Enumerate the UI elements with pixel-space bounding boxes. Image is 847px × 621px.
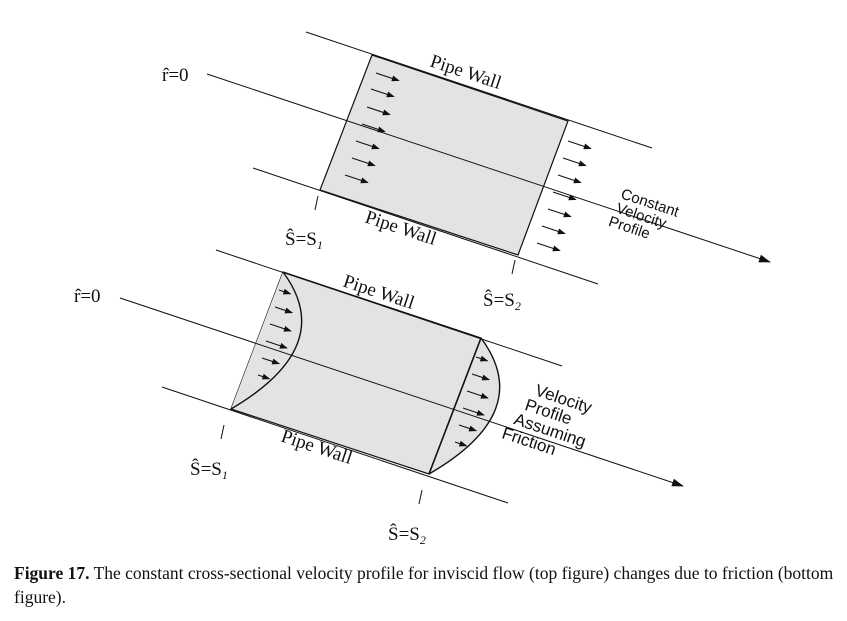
outlet-velocity-arrow	[552, 191, 577, 201]
bottom-station-1-tick	[220, 424, 225, 440]
inlet-velocity-arrow	[265, 340, 288, 349]
friction-velocity-arrows	[257, 288, 491, 447]
inlet-velocity-arrow	[344, 174, 369, 184]
inlet-velocity-arrow	[261, 357, 281, 365]
outlet-velocity-arrow	[536, 242, 561, 252]
outlet-velocity-arrow	[466, 390, 489, 399]
bottom-lower-wall-line	[161, 386, 509, 504]
station-1-tick	[314, 195, 319, 211]
outlet-velocity-arrow	[547, 208, 572, 218]
bottom-upper-wall-line	[215, 249, 563, 367]
inlet-velocity-profile-curve	[230, 271, 303, 410]
bottom-station-2-tick	[418, 489, 423, 505]
station-2-label: Ŝ=S2	[483, 289, 521, 313]
inlet-velocity-arrow	[361, 123, 386, 133]
bottom-centerline-arrow	[119, 297, 684, 487]
outlet-velocity-arrow	[454, 440, 468, 447]
bottom-station-1-label: Ŝ=S1	[190, 458, 228, 482]
bottom-centerline-label: r̂=0	[74, 286, 101, 307]
station-2-tick	[511, 259, 516, 275]
centerline-label: r̂=0	[162, 65, 189, 86]
inlet-velocity-arrow	[269, 323, 292, 332]
top-lower-wall-line	[252, 167, 599, 285]
outlet-velocity-arrow	[541, 225, 566, 235]
outlet-velocity-arrow	[562, 157, 587, 167]
inlet-velocity-arrow	[351, 157, 376, 167]
figure-number: Figure 17.	[14, 563, 90, 583]
top-upper-wall-line	[305, 31, 653, 149]
inlet-velocity-arrow	[370, 88, 395, 98]
figure-caption: Figure 17. The constant cross-sectional …	[14, 561, 839, 609]
outlet-velocity-profile-curve	[428, 337, 501, 475]
inlet-velocity-arrow	[375, 72, 400, 82]
inlet-velocity-arrow	[274, 306, 294, 314]
outlet-velocity-arrow	[471, 373, 491, 381]
bottom-station-2-label: Ŝ=S2	[388, 523, 426, 547]
outlet-velocity-arrow	[557, 174, 582, 184]
inlet-velocity-arrow	[278, 288, 292, 295]
outlet-cross-section-line	[428, 337, 482, 475]
constant-velocity-profile-label: Constant Velocity Profile	[606, 186, 681, 243]
outlet-velocity-arrow	[458, 424, 478, 432]
top-diagram: Pipe Wall Pipe Wall r̂=0 Ŝ=S1 Ŝ=S2 Const…	[162, 31, 771, 313]
friction-velocity-profile-label: Velocity Profile Assuming Friction	[500, 381, 595, 459]
constant-velocity-arrows	[344, 72, 592, 252]
outlet-velocity-arrow	[567, 140, 592, 150]
outlet-velocity-arrow	[462, 407, 485, 416]
bottom-diagram: Pipe Wall Pipe Wall r̂=0 Ŝ=S1 Ŝ=S2 Veloc…	[74, 249, 684, 547]
caption-text: The constant cross-sectional velocity pr…	[14, 563, 834, 607]
station-1-label: Ŝ=S1	[285, 228, 323, 252]
top-pipe-section	[319, 54, 569, 256]
inlet-velocity-arrow	[257, 373, 271, 380]
top-centerline-arrow	[206, 73, 771, 263]
inlet-velocity-arrow	[366, 106, 391, 116]
inlet-velocity-arrow	[355, 140, 380, 150]
outlet-velocity-arrow	[475, 355, 489, 362]
